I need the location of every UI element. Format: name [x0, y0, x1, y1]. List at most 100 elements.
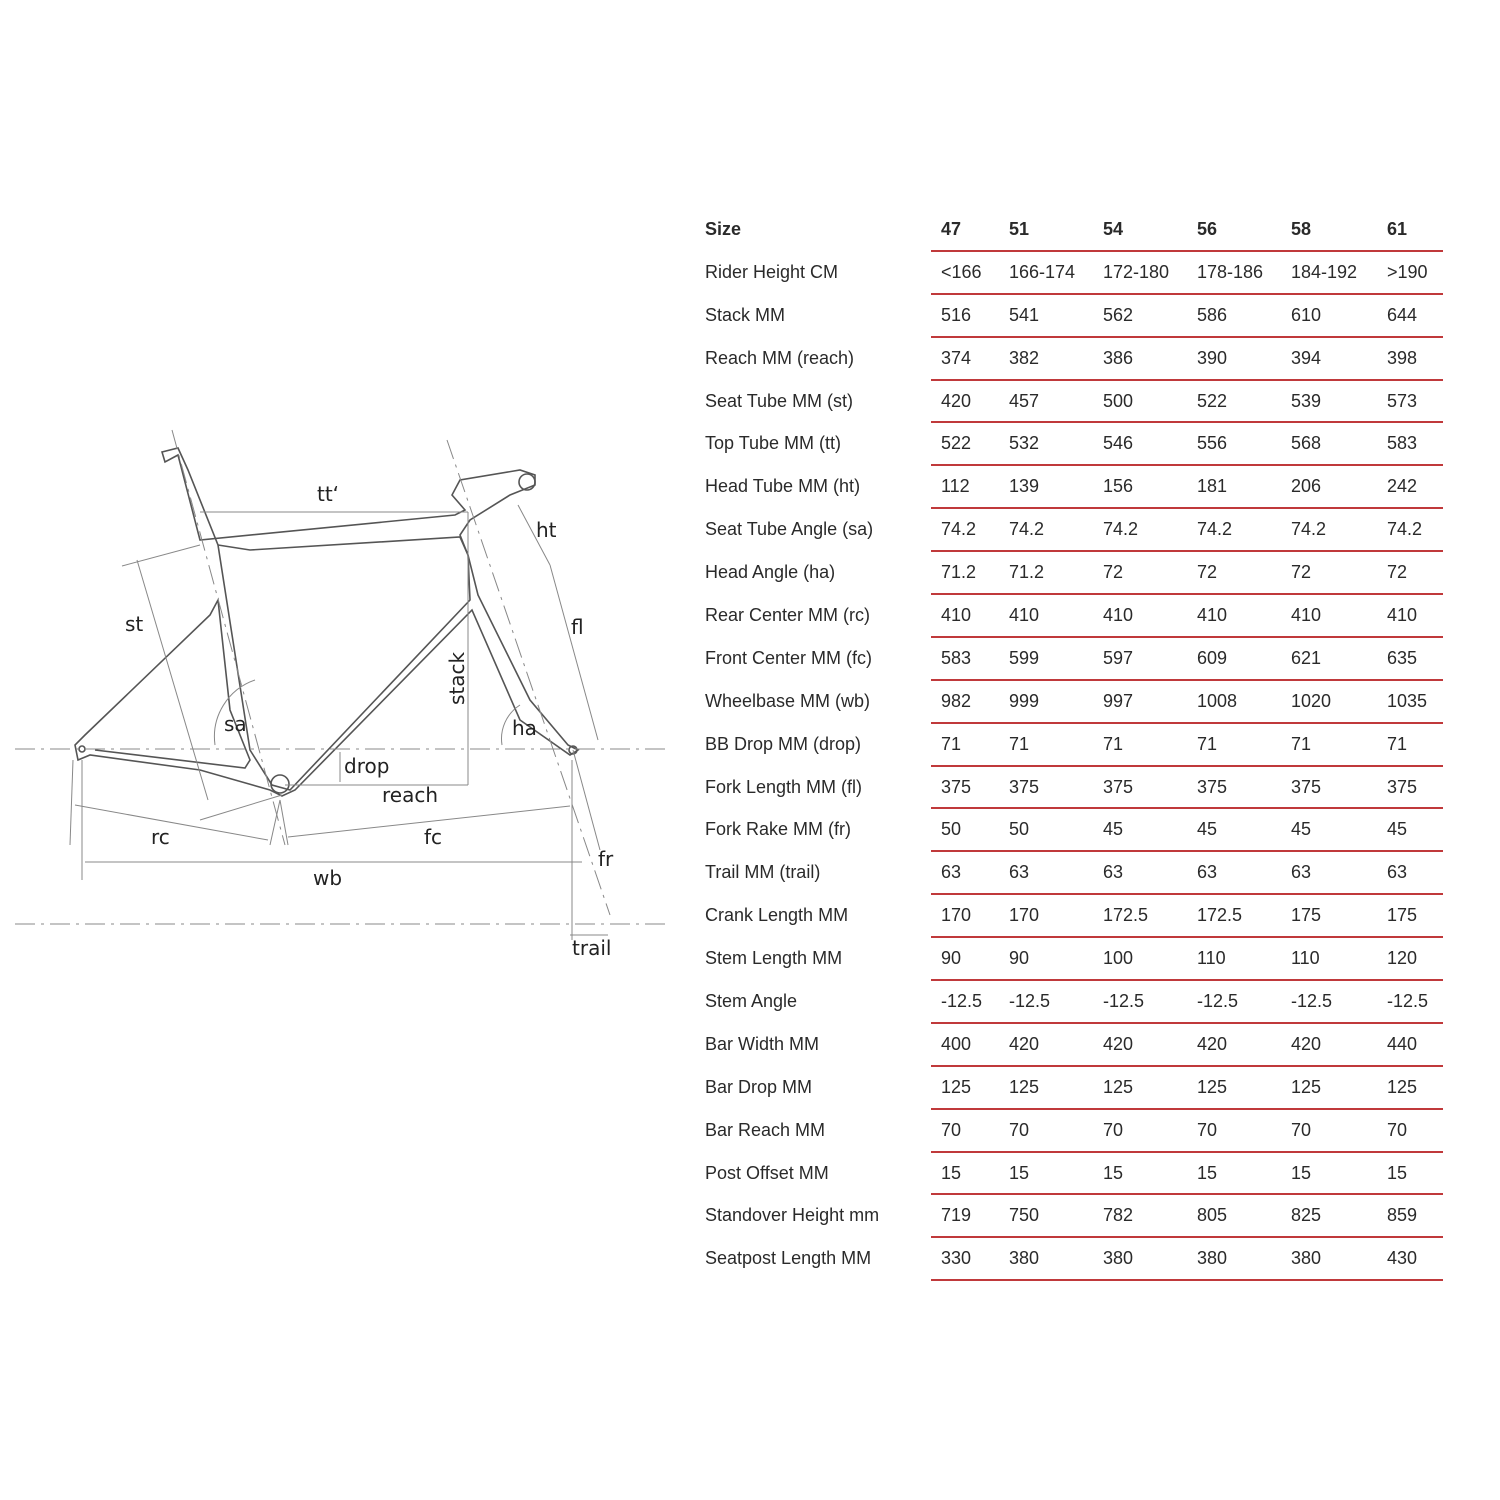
- table-cell: 74.2: [931, 508, 999, 553]
- table-cell: 420: [1281, 1022, 1377, 1067]
- table-cell: 90: [999, 937, 1093, 982]
- table-cell: >190: [1377, 250, 1443, 295]
- table-cell: 90: [931, 937, 999, 982]
- row-label: Stack MM: [705, 304, 786, 325]
- table-cell: 532: [999, 422, 1093, 467]
- table-cell: 63: [1187, 851, 1281, 896]
- table-cell: 410: [1093, 594, 1187, 638]
- label-ha: ha: [512, 716, 537, 740]
- bike-frame-diagram: tt‘ ht st fl stack sa ha drop reach rc f…: [15, 429, 670, 960]
- table-cell: 184-192: [1281, 250, 1377, 295]
- table-cell: 100: [1093, 937, 1187, 982]
- row-label: Seat Tube MM (st): [705, 390, 854, 411]
- table-cell: 74.2: [1281, 508, 1377, 553]
- size-header-cell: 54: [1093, 209, 1187, 252]
- table-cell: 125: [1093, 1065, 1187, 1110]
- table-cell: 500: [1093, 379, 1187, 424]
- label-ht: ht: [536, 518, 557, 542]
- table-cell: 583: [1377, 422, 1443, 467]
- table-cell: 410: [931, 594, 999, 638]
- table-cell: 63: [999, 851, 1093, 896]
- table-cell: 125: [1377, 1065, 1443, 1110]
- table-cell: 805: [1187, 1194, 1281, 1239]
- table-cell: -12.5: [931, 980, 999, 1024]
- table-cell: 63: [931, 851, 999, 896]
- table-cell: 390: [1187, 336, 1281, 381]
- table-cell: 70: [999, 1108, 1093, 1153]
- table-cell: 1035: [1377, 679, 1443, 724]
- table-cell: 63: [1281, 851, 1377, 896]
- table-cell: 386: [1093, 336, 1187, 381]
- table-cell: 70: [1187, 1108, 1281, 1153]
- label-stack: stack: [445, 651, 469, 705]
- table-cell: 1020: [1281, 679, 1377, 724]
- table-cell: 374: [931, 336, 999, 381]
- table-row: Stem Angle-12.5-12.5-12.5-12.5-12.5-12.5: [700, 980, 1443, 1024]
- row-label: Rider Height CM: [705, 261, 839, 282]
- row-label: Fork Length MM (fl): [705, 776, 863, 797]
- table-cell: 74.2: [1187, 508, 1281, 553]
- table-cell: 72: [1093, 551, 1187, 596]
- table-cell: 15: [1377, 1151, 1443, 1196]
- table-cell: 375: [999, 765, 1093, 810]
- table-cell: 170: [931, 894, 999, 939]
- table-cell: 586: [1187, 293, 1281, 338]
- table-cell: -12.5: [1281, 980, 1377, 1024]
- table-cell: 71: [1281, 722, 1377, 767]
- table-cell: 375: [1187, 765, 1281, 810]
- table-cell: 522: [931, 422, 999, 467]
- row-label: Post Offset MM: [705, 1162, 829, 1183]
- table-cell: 568: [1281, 422, 1377, 467]
- table-cell: -12.5: [999, 980, 1093, 1024]
- table-cell: 125: [931, 1065, 999, 1110]
- label-fc: fc: [424, 825, 442, 849]
- table-cell: 172-180: [1093, 250, 1187, 295]
- table-cell: <166: [931, 250, 999, 295]
- table-cell: 63: [1377, 851, 1443, 896]
- table-cell: 172.5: [1187, 894, 1281, 939]
- table-cell: 400: [931, 1022, 999, 1067]
- label-st: st: [125, 612, 143, 636]
- row-label: Front Center MM (fc): [705, 647, 873, 668]
- table-cell: 380: [999, 1237, 1093, 1282]
- table-cell: 110: [1281, 937, 1377, 982]
- row-label: BB Drop MM (drop): [705, 733, 862, 754]
- row-label: Head Tube MM (ht): [705, 476, 861, 497]
- table-cell: 420: [1187, 1022, 1281, 1067]
- table-cell: 70: [1281, 1108, 1377, 1153]
- table-cell: 556: [1187, 422, 1281, 467]
- table-cell: 719: [931, 1194, 999, 1239]
- table-cell: 72: [1281, 551, 1377, 596]
- label-fr: fr: [598, 847, 614, 871]
- size-header-cell: 47: [931, 209, 999, 252]
- size-header-cell: 51: [999, 209, 1093, 252]
- table-cell: 15: [999, 1151, 1093, 1196]
- table-cell: 15: [1281, 1151, 1377, 1196]
- table-cell: 375: [1093, 765, 1187, 810]
- table-cell: 170: [999, 894, 1093, 939]
- table-cell: 644: [1377, 293, 1443, 338]
- table-cell: 125: [1187, 1065, 1281, 1110]
- table-cell: 609: [1187, 636, 1281, 681]
- table-cell: 74.2: [1377, 508, 1443, 553]
- table-cell: 71: [1093, 722, 1187, 767]
- table-cell: 172.5: [1093, 894, 1187, 939]
- table-cell: 599: [999, 636, 1093, 681]
- table-cell: 573: [1377, 379, 1443, 424]
- table-cell: 71.2: [999, 551, 1093, 596]
- table-cell: 375: [931, 765, 999, 810]
- table-cell: 50: [931, 808, 999, 853]
- table-cell: 175: [1281, 894, 1377, 939]
